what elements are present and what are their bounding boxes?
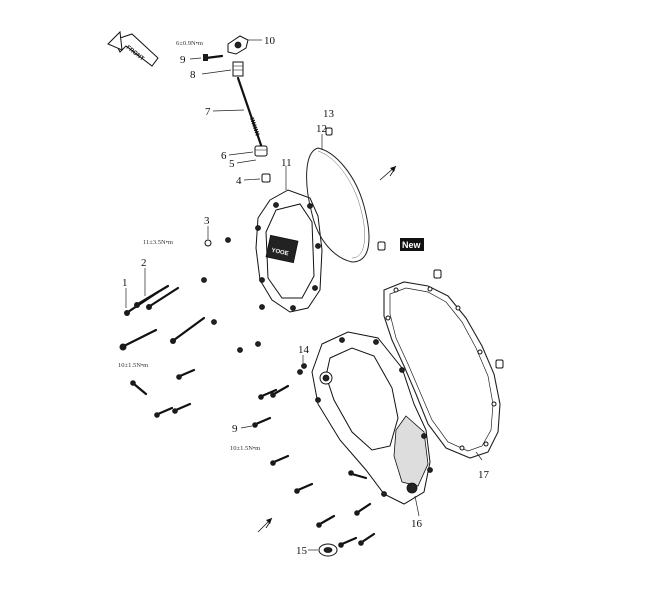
callout-8: 8 bbox=[190, 69, 196, 81]
clutch-inner-cover-part-16 bbox=[311, 331, 433, 505]
oil-seal-part-15 bbox=[318, 543, 338, 557]
callout-12: 12 bbox=[316, 123, 327, 135]
clutch-shaft-part-7 bbox=[236, 76, 264, 150]
plug-part-14 bbox=[301, 363, 307, 369]
cover-gasket-part-12 bbox=[306, 147, 370, 263]
pin-part-13 bbox=[325, 127, 333, 136]
callout-3: 3 bbox=[204, 215, 210, 227]
bearing-part-6 bbox=[254, 145, 268, 157]
callout-17: 17 bbox=[478, 469, 490, 481]
callout-2: 2 bbox=[141, 257, 147, 269]
clutch-lever-part bbox=[227, 35, 249, 55]
callout-1: 1 bbox=[122, 277, 128, 289]
callout-4: 4 bbox=[236, 175, 242, 187]
torque-spec-3: 10±1.5N•m bbox=[118, 362, 148, 369]
crankcase-gasket-part-17 bbox=[383, 281, 501, 459]
long-bolts-part-1-2 bbox=[119, 284, 206, 351]
callout-9-bottom: 9 bbox=[232, 423, 238, 435]
callout-5: 5 bbox=[229, 158, 235, 170]
callout-11: 11 bbox=[281, 157, 292, 169]
torque-spec-1: 6±0.9N•m bbox=[176, 40, 203, 47]
clutch-outer-cover-part-11: YOOE bbox=[255, 189, 323, 313]
callout-16: 16 bbox=[411, 518, 423, 530]
torque-spec-4: 10±1.5N•m bbox=[230, 445, 260, 452]
callout-10: 10 bbox=[264, 35, 276, 47]
washer-part-3 bbox=[204, 239, 212, 247]
direction-arrow-icon bbox=[379, 165, 397, 181]
callout-7: 7 bbox=[205, 106, 211, 118]
callout-6: 6 bbox=[221, 150, 227, 162]
new-badge: New bbox=[400, 238, 424, 251]
callout-9-top: 9 bbox=[180, 54, 186, 66]
cover-logo: YOOE bbox=[271, 248, 289, 257]
bolt-part-9-top bbox=[203, 54, 224, 61]
callout-14: 14 bbox=[298, 344, 310, 356]
callout-13: 13 bbox=[323, 108, 335, 120]
front-arrow-icon: FRONT bbox=[107, 30, 159, 67]
bushing-part-8 bbox=[232, 61, 244, 77]
torque-spec-2: 11±3.5N•m bbox=[143, 239, 173, 246]
dowel-pin-part-4 bbox=[261, 173, 271, 183]
direction-arrow-icon-2 bbox=[257, 517, 273, 533]
short-bolts bbox=[130, 368, 376, 548]
new-badge-label: New bbox=[402, 240, 422, 250]
small-washers bbox=[201, 237, 504, 375]
callout-15: 15 bbox=[296, 545, 308, 557]
